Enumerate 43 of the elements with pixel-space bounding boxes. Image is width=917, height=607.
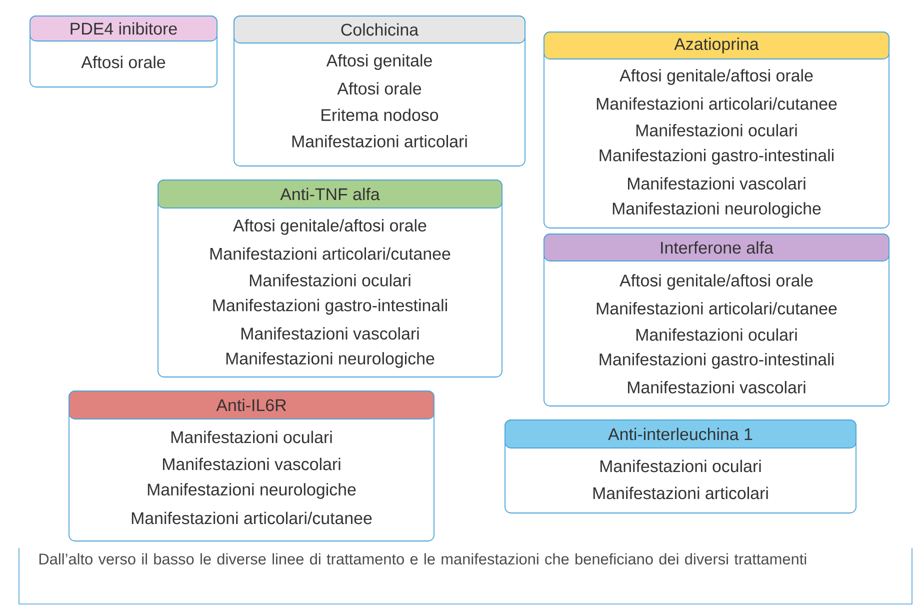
list-item: Manifestazioni oculari [600,460,761,472]
list-item: Aftosi genitale/aftosi orale [620,274,813,290]
treatment-card [544,234,890,406]
list-item: Manifestazioni neurologiche [148,483,356,499]
list-item: Aftosi genitale [326,54,432,70]
list-item: Manifestazioni vascolari [163,458,340,470]
list-item: Manifestazioni gastro-intestinali [600,148,834,165]
list-item: Manifestazioni vascolari [628,380,806,394]
list-item: Manifestazioni articolari/cutanee [596,97,837,110]
card-header: PDE4 inibitore [30,16,218,42]
list-item: Manifestazioni neurologiche [226,352,434,368]
list-item: Eritema nodoso [322,108,438,122]
caption: Dall’alto verso il basso le diverse linee di trattamento e le manifestazioni che beneficiano dei diversi trattamenti [39,553,806,565]
treatment-card [68,390,434,542]
card-header: Anti-interleuchina 1 [504,420,856,448]
card-header: Interferone alfa [544,234,890,262]
list-item: Manifestazioni gastro-intestinali [213,298,447,315]
list-item: Manifestazioni oculari [636,328,797,341]
treatment-card [234,16,526,166]
treatment-card [30,16,218,88]
list-item: Manifestazioni articolari [593,486,768,500]
card-header: Azatioprina [544,32,890,60]
card-header: Anti-TNF alfa [158,180,502,208]
list-item: Manifestazioni vascolari [242,327,419,340]
card-header: Anti-IL6R [68,390,434,420]
treatment-card [504,420,856,514]
list-item: Manifestazioni articolari/cutanee [132,512,372,524]
list-item: Aftosi genitale/aftosi orale [620,69,813,85]
list-item: Aftosi orale [337,82,422,95]
list-item: Manifestazioni vascolari [628,177,806,190]
card-header: Colchicina [234,16,526,44]
list-item: Manifestazioni oculari [636,124,797,136]
list-item: Manifestazioni neurologiche [612,202,821,218]
list-item: Manifestazioni articolari/cutanee [596,302,837,315]
list-item: Manifestazioni oculari [171,430,332,444]
list-item: Manifestazioni oculari [250,274,410,286]
list-item: Manifestazioni articolari/cutanee [210,247,450,260]
list-item: Aftosi orale [81,56,166,68]
list-item: Manifestazioni gastro-intestinali [600,353,834,369]
treatment-card [158,180,502,378]
treatment-card [544,32,890,228]
list-item: Manifestazioni articolari [292,134,467,148]
list-item: Aftosi genitale/aftosi orale [233,219,426,235]
